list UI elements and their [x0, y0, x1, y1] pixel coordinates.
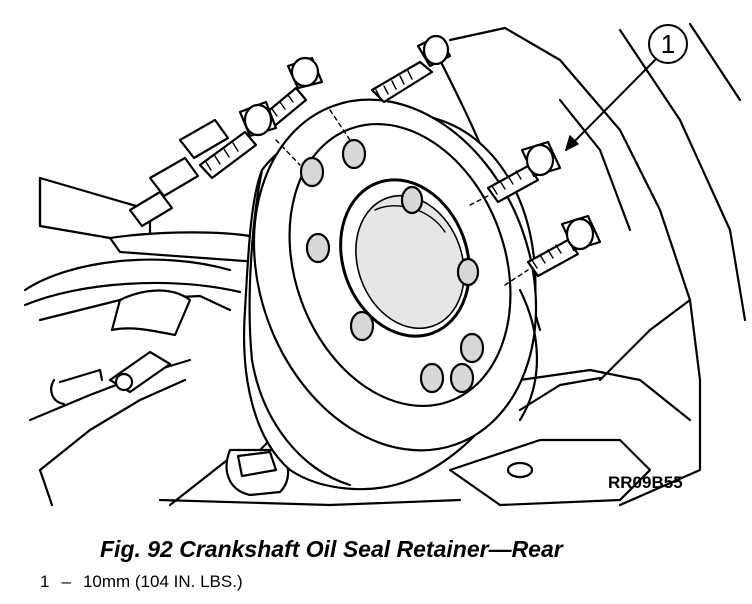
figure-reference-code: RR09B55 [608, 473, 683, 492]
legend-item-text: 10mm (104 IN. LBS.) [82, 572, 243, 591]
legend: 1–10mm (104 IN. LBS.) [40, 572, 243, 592]
crankshaft-oil-seal-retainer-illustration: 1 RR09B55 [23, 22, 747, 507]
oil-seal-retainer [242, 98, 538, 491]
figure-caption: Fig. 92 Crankshaft Oil Seal Retainer—Rea… [100, 536, 563, 562]
legend-item-number: 1 [40, 572, 50, 591]
legend-item: 1–10mm (104 IN. LBS.) [40, 572, 243, 592]
callout-1: 1 [565, 24, 688, 151]
legend-item-dash: – [61, 572, 71, 591]
bolt-left-upper [370, 34, 452, 104]
retainer-bolts-left [128, 34, 452, 228]
retainer-bolts-right [469, 140, 602, 286]
bolt-left-lower [198, 100, 278, 180]
bolt-right-upper [486, 140, 562, 204]
callout-number: 1 [661, 29, 675, 59]
bolt-right-lower [526, 214, 602, 278]
